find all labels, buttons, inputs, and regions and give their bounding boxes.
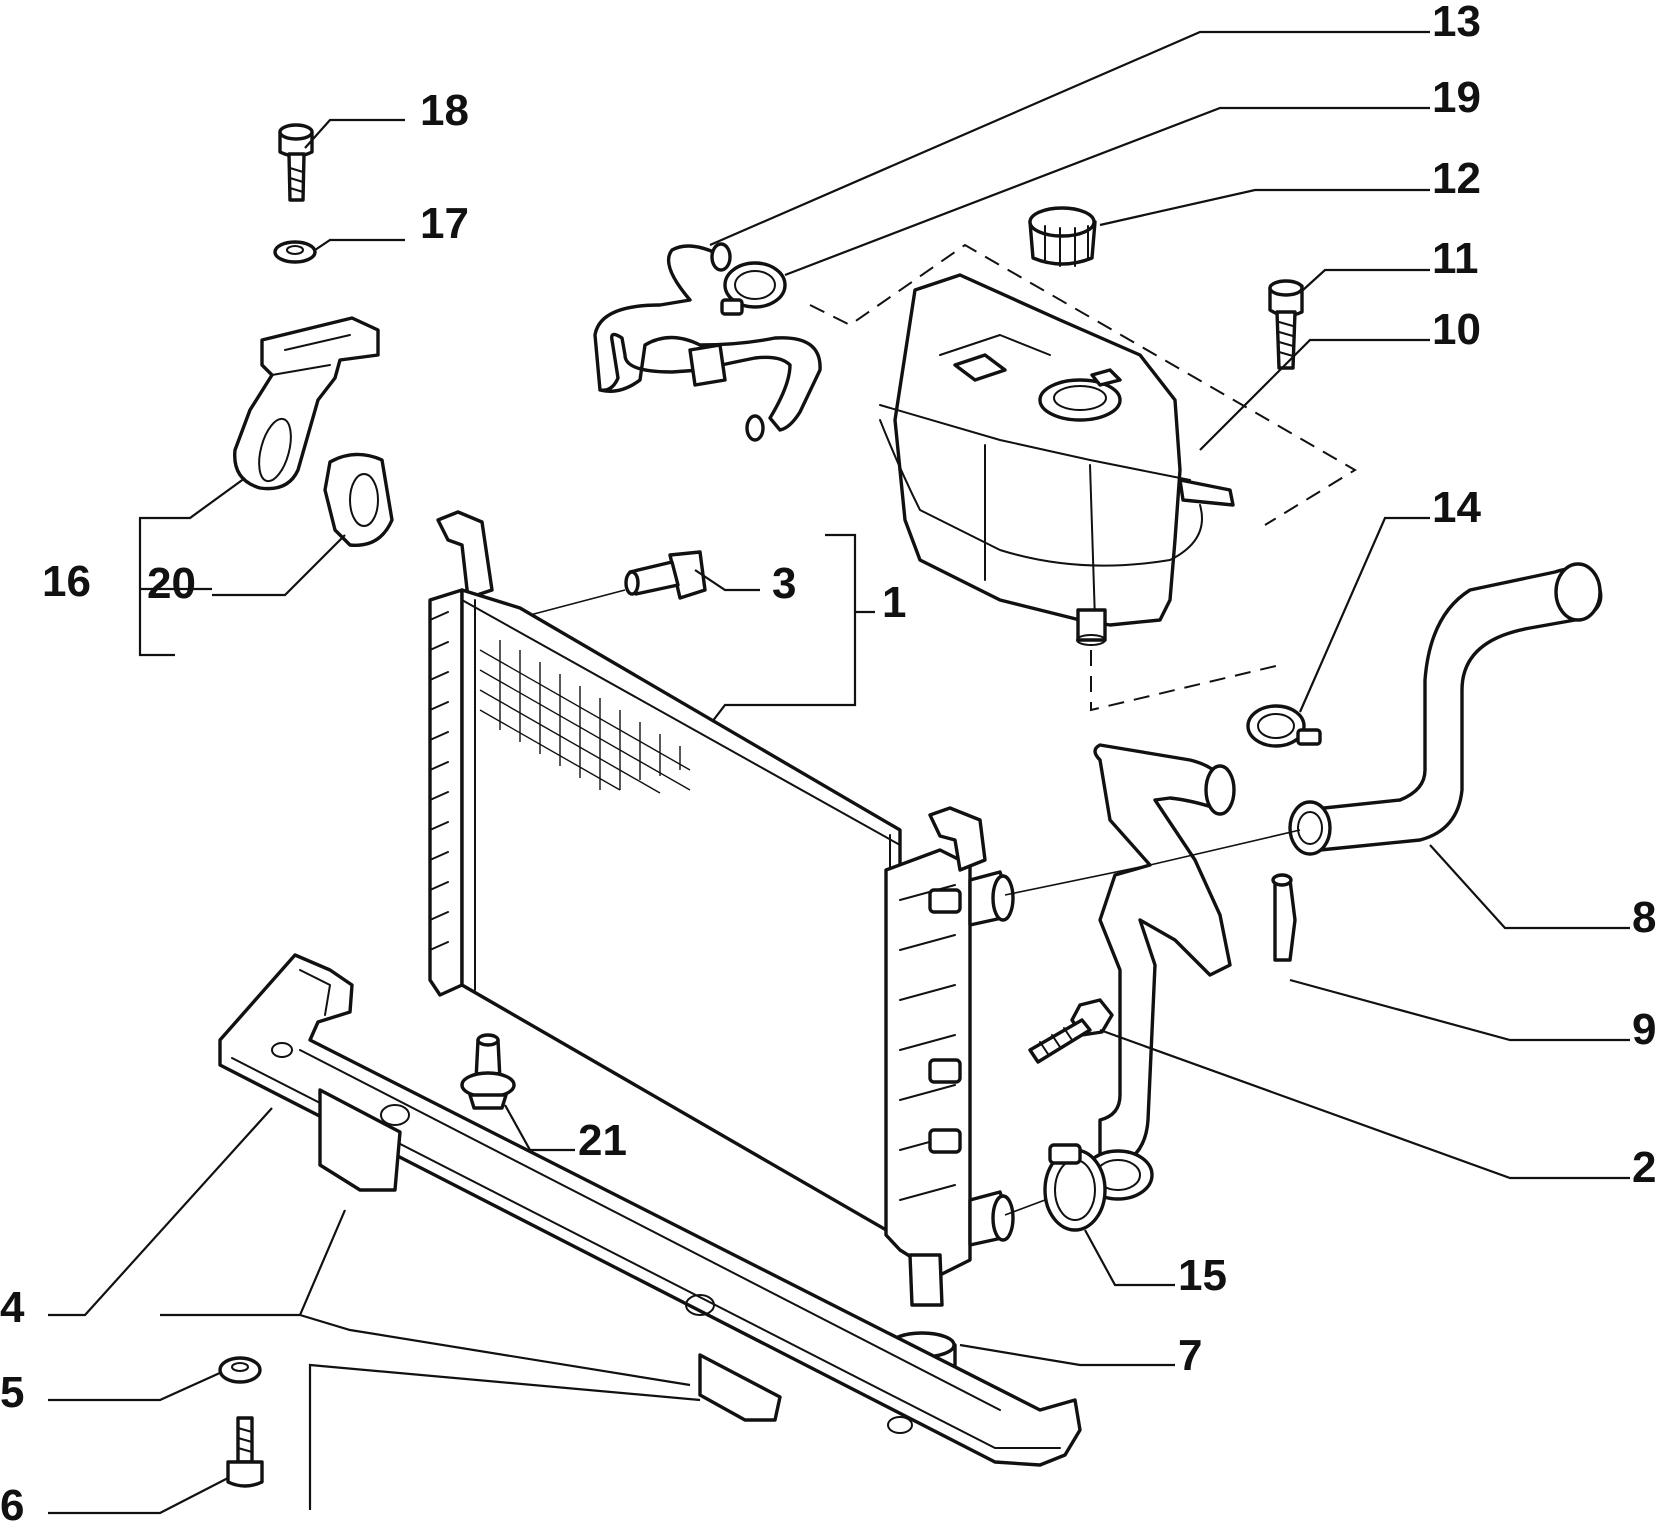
coolant-hose-lower [1082, 743, 1297, 1201]
callout-10: 10 [1432, 305, 1481, 354]
filler-cap [1028, 206, 1097, 267]
hose-clamp-upper [720, 261, 787, 316]
callout-7: 7 [1178, 1331, 1202, 1380]
callout-3: 3 [772, 559, 796, 608]
callout-5: 5 [0, 1368, 24, 1417]
callout-4: 4 [0, 1283, 25, 1332]
callout-1: 1 [882, 578, 906, 627]
radiator-bracket [233, 316, 380, 491]
callout-15: 15 [1178, 1251, 1227, 1300]
washer-5 [218, 1356, 262, 1384]
callout-19: 19 [1432, 73, 1481, 122]
fixing-pin [624, 550, 707, 600]
callout-12: 12 [1432, 154, 1481, 203]
lower-crossmember [218, 953, 1082, 1467]
callout-6: 6 [0, 1481, 24, 1526]
tank-mounting-outline [809, 243, 1357, 712]
hose-clamp-15 [1043, 1143, 1107, 1232]
callout-21: 21 [578, 1116, 627, 1165]
washer-17 [273, 240, 317, 264]
callout-9: 9 [1632, 1005, 1656, 1054]
callout-20: 20 [147, 559, 196, 608]
expansion-tank [879, 273, 1235, 646]
bracket-bolt [278, 123, 314, 202]
callout-8: 8 [1632, 893, 1656, 942]
hex-bolt [1028, 998, 1114, 1064]
radiator [428, 510, 1015, 1307]
callout-17: 17 [420, 199, 469, 248]
callout-16: 16 [42, 557, 91, 606]
callout-2: 2 [1632, 1143, 1656, 1192]
upper-breather-hose [593, 242, 822, 442]
coolant-hose-large [1288, 562, 1603, 856]
callout-11: 11 [1432, 234, 1479, 283]
tank-bolt [1268, 279, 1304, 370]
callout-14: 14 [1432, 483, 1481, 532]
push-pin [460, 1033, 516, 1110]
rubber-mount [323, 452, 394, 547]
callout-18: 18 [420, 86, 469, 135]
callout-13: 13 [1432, 0, 1481, 46]
leader-lines [48, 30, 1630, 1515]
hose-clamp-14 [1246, 704, 1322, 748]
crossmember-screw [226, 1416, 264, 1488]
